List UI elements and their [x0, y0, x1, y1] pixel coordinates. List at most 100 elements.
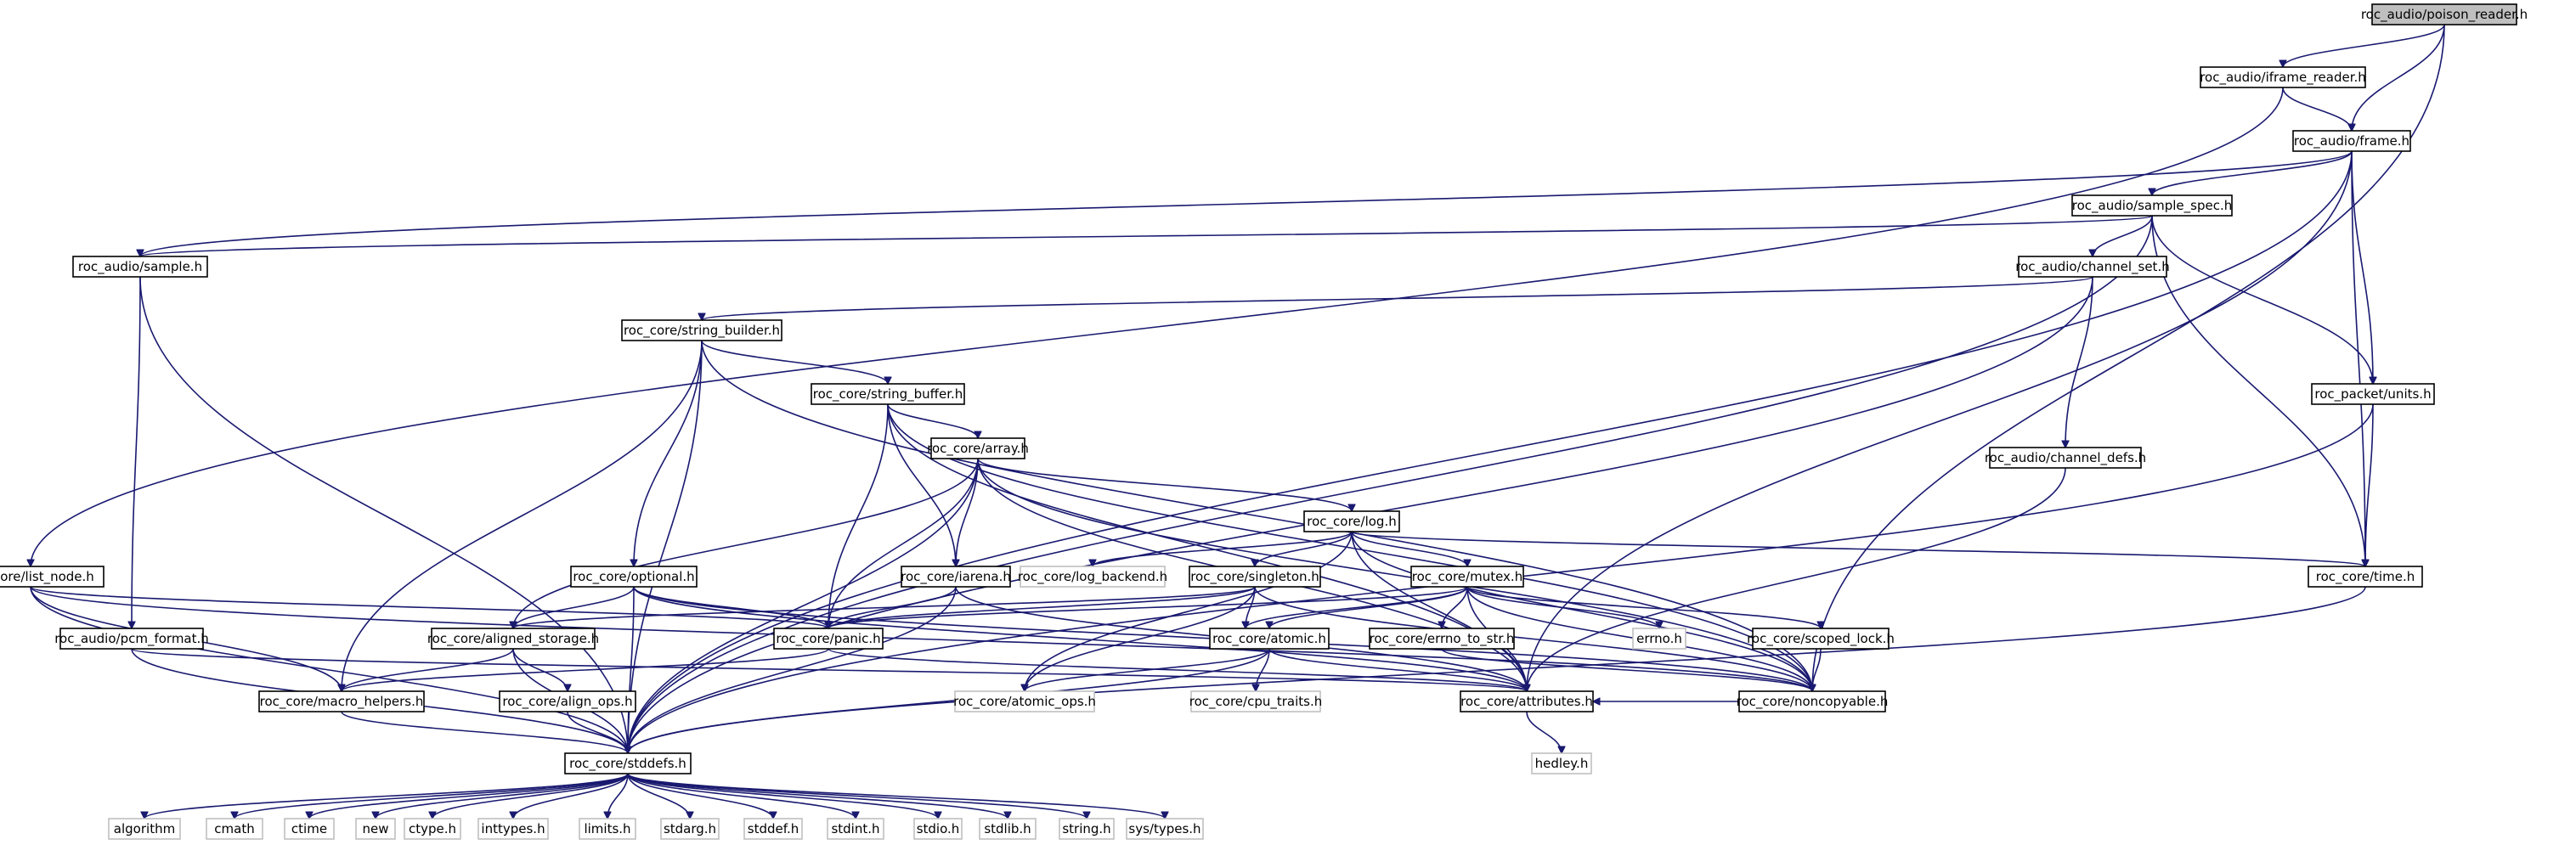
node-label: roc_core/singleton.h — [1190, 569, 1319, 585]
node-roc-audio-frame-h[interactable]: roc_audio/frame.h — [2292, 130, 2411, 152]
edge-roc-audio-sample-spec-h-to-roc-audio-sample-h — [140, 215, 2153, 256]
node-box — [660, 818, 720, 840]
edge-roc-core-log-h-to-roc-core-time-h — [1351, 531, 2365, 567]
node-roc-audio-sample-h[interactable]: roc_audio/sample.h — [72, 256, 208, 278]
node-box — [1369, 628, 1515, 650]
node-label: new — [362, 821, 388, 836]
edge-roc-core-atomic-h-to-roc-core-stddefs-h — [628, 648, 1270, 753]
node-roc-core-mutex-h[interactable]: roc_core/mutex.h — [1410, 566, 1524, 588]
node-label: stdint.h — [831, 821, 879, 836]
node-label: roc_audio/iframe_reader.h — [2200, 70, 2366, 86]
node-roc-core-singleton-h[interactable]: roc_core/singleton.h — [1189, 566, 1321, 588]
edge-roc-core-atomic-h-to-roc-core-attributes-h — [1268, 648, 1527, 691]
node-roc-packet-units-h[interactable]: roc_packet/units.h — [2311, 383, 2435, 405]
node-roc-core-macro-helpers-h[interactable]: roc_core/macro_helpers.h — [258, 690, 425, 712]
node-box — [284, 818, 335, 840]
edge-roc-core-log-h-to-roc-core-log-backend-h — [1093, 531, 1353, 567]
node-box — [1632, 628, 1686, 650]
node-roc-core-string-builder-h[interactable]: roc_core/string_builder.h — [621, 319, 782, 341]
edge-roc-core-array-h-to-roc-core-log-h — [977, 458, 1352, 511]
node-label: roc_core/list_node.h — [0, 569, 94, 585]
node-box — [1126, 818, 1204, 840]
node-roc-audio-sample-spec-h[interactable]: roc_audio/sample_spec.h — [2071, 194, 2233, 217]
node-roc-core-noncopyable-h[interactable]: roc_core/noncopyable.h — [1737, 690, 1889, 712]
edge-roc-core-singleton-h-to-roc-core-aligned-storage-h — [513, 586, 1256, 629]
edge-roc-core-optional-h-to-roc-core-attributes-h — [633, 586, 1527, 691]
node-roc-core-atomic-h[interactable]: roc_core/atomic.h — [1209, 628, 1330, 650]
node-roc-core-errno-to-str-h[interactable]: roc_core/errno_to_str.h — [1369, 628, 1515, 650]
node-stdarg-h: stdarg.h — [660, 818, 720, 840]
edge-roc-core-errno-to-str-h-to-roc-core-noncopyable-h — [1441, 648, 1812, 692]
edge-roc-core-aligned-storage-h-to-roc-core-align-ops-h — [512, 648, 568, 691]
node-box — [579, 818, 636, 840]
edge-roc-core-string-builder-h-to-roc-core-macro-helpers-h — [342, 340, 703, 691]
edge-roc-core-stddefs-h-to-stdarg-h — [627, 773, 690, 819]
edge-roc-audio-poison-reader-h-to-roc-audio-iframe-reader-h — [2283, 24, 2445, 67]
node-limits-h: limits.h — [579, 818, 636, 840]
edge-roc-core-mutex-h-to-roc-core-scoped-lock-h — [1466, 586, 1821, 629]
node-box — [2371, 3, 2517, 25]
node-string-h: string.h — [1059, 818, 1115, 840]
node-label: hedley.h — [1535, 756, 1589, 771]
edge-roc-core-panic-h-to-roc-core-attributes-h — [828, 648, 1527, 692]
node-roc-core-attributes-h[interactable]: roc_core/attributes.h — [1460, 690, 1594, 712]
node-roc-core-array-h[interactable]: roc_core/array.h — [927, 437, 1029, 459]
edge-roc-core-mutex-h-to-roc-core-atomic-h — [1269, 586, 1468, 628]
edge-roc-core-panic-h-to-roc-core-macro-helpers-h — [342, 648, 829, 692]
node-box — [72, 256, 208, 278]
edge-roc-core-optional-h-to-roc-core-aligned-storage-h — [513, 586, 635, 628]
edge-roc-audio-channel-defs-h-to-roc-core-attributes-h — [1527, 467, 2066, 691]
node-box — [1190, 690, 1321, 712]
node-label: roc_core/string_buffer.h — [813, 386, 963, 403]
edge-roc-core-log-h-to-roc-core-atomic-ops-h — [1025, 531, 1353, 691]
node-roc-core-log-h[interactable]: roc_core/log.h — [1303, 510, 1400, 532]
node-label: roc_audio/sample_spec.h — [2072, 198, 2233, 214]
node-roc-core-optional-h[interactable]: roc_core/optional.h — [570, 566, 698, 588]
node-label: roc_core/macro_helpers.h — [260, 694, 424, 710]
edge-roc-audio-sample-spec-h-to-roc-audio-channel-set-h — [2093, 215, 2153, 256]
node-roc-audio-iframe-reader-h[interactable]: roc_audio/iframe_reader.h — [2200, 66, 2366, 88]
node-roc-audio-channel-set-h[interactable]: roc_audio/channel_set.h — [2015, 256, 2170, 278]
node-label: roc_audio/channel_defs.h — [1985, 450, 2146, 466]
node-roc-core-align-ops-h[interactable]: roc_core/align_ops.h — [499, 690, 636, 712]
edge-roc-core-log-h-to-roc-core-singleton-h — [1255, 531, 1353, 566]
node-label: roc_core/panic.h — [776, 631, 880, 647]
node-label: string.h — [1062, 821, 1110, 836]
node-roc-core-time-h[interactable]: roc_core/time.h — [2308, 566, 2423, 588]
node-roc-core-list-node-h[interactable]: roc_core/list_node.h — [0, 566, 105, 588]
node-label: roc_core/array.h — [927, 441, 1029, 457]
edge-roc-core-string-builder-h-to-roc-core-stddefs-h — [628, 340, 703, 753]
node-roc-audio-channel-defs-h[interactable]: roc_audio/channel_defs.h — [1985, 447, 2146, 469]
node-label: roc_core/iarena.h — [901, 569, 1011, 585]
edge-layer — [30, 24, 2445, 819]
node-label: roc_core/log_backend.h — [1018, 569, 1167, 585]
node-box — [1989, 447, 2142, 469]
node-box — [743, 818, 803, 840]
edge-roc-audio-channel-set-h-to-roc-audio-channel-defs-h — [2065, 276, 2093, 448]
node-roc-core-aligned-storage-h[interactable]: roc_core/aligned_storage.h — [427, 628, 599, 650]
node-box — [930, 437, 1025, 459]
node-label: roc_core/align_ops.h — [502, 694, 632, 710]
node-label: roc_core/errno_to_str.h — [1370, 631, 1515, 647]
edge-roc-audio-channel-set-h-to-roc-core-string-builder-h — [702, 276, 2093, 320]
node-box — [206, 818, 263, 840]
edge-roc-core-align-ops-h-to-roc-core-stddefs-h — [567, 711, 628, 753]
node-box — [1059, 818, 1115, 840]
node-box — [1303, 510, 1400, 532]
node-box — [1410, 566, 1524, 588]
node-roc-core-string-buffer-h[interactable]: roc_core/string_buffer.h — [811, 383, 965, 405]
node-roc-audio-pcm-format-h[interactable]: roc_audio/pcm_format.h — [54, 628, 209, 650]
edge-roc-core-stddefs-h-to-stddef-h — [627, 773, 773, 819]
node-roc-core-iarena-h[interactable]: roc_core/iarena.h — [901, 566, 1011, 588]
node-roc-core-panic-h[interactable]: roc_core/panic.h — [773, 628, 884, 650]
node-roc-core-scoped-lock-h[interactable]: roc_core/scoped_lock.h — [1747, 628, 1895, 650]
node-roc-audio-poison-reader-h[interactable]: roc_audio/poison_reader.h — [2361, 3, 2528, 25]
edge-roc-audio-pcm-format-h-to-roc-core-attributes-h — [131, 648, 1527, 691]
node-box — [2071, 194, 2233, 217]
edge-roc-audio-poison-reader-h-to-roc-audio-frame-h — [2352, 24, 2445, 131]
node-box — [564, 752, 692, 774]
edge-roc-core-list-node-h-to-roc-core-panic-h — [30, 586, 828, 629]
node-roc-core-stddefs-h[interactable]: roc_core/stddefs.h — [564, 752, 692, 774]
edge-roc-core-atomic-h-to-roc-core-cpu-traits-h — [1256, 648, 1270, 691]
